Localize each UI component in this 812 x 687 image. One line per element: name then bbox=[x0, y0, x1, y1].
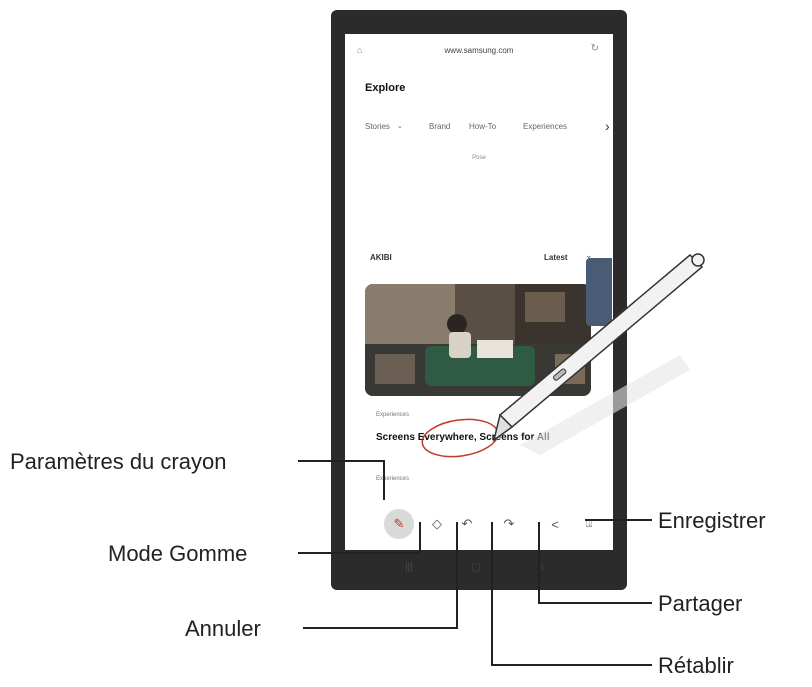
chevron-down-icon[interactable]: ⌄ bbox=[585, 250, 593, 260]
tab-experiences[interactable]: Experiences bbox=[523, 122, 568, 131]
leader-redo bbox=[491, 522, 652, 666]
callout-undo: Annuler bbox=[185, 616, 261, 641]
edge-panel-handle[interactable] bbox=[586, 258, 612, 326]
leader-eraser bbox=[298, 522, 421, 554]
card-kicker: Experiences bbox=[376, 412, 410, 418]
chevron-right-icon[interactable]: › bbox=[605, 118, 610, 134]
phone-screen: ⌂ www.samsung.com ↻ Explore Stories ⌄ Br… bbox=[345, 34, 613, 550]
recents-icon[interactable]: ||| bbox=[405, 562, 413, 573]
save-icon[interactable]: ⍗ bbox=[585, 517, 593, 530]
pen-icon[interactable]: ✎ bbox=[384, 509, 414, 539]
navigation-bar: ||| ▢ ‹ bbox=[345, 556, 613, 584]
screen-write-toolbar: ✎ ◇ ↶ ↷ < ⍗ bbox=[365, 504, 613, 544]
share-icon[interactable]: < bbox=[551, 516, 559, 532]
leader-undo bbox=[303, 522, 458, 629]
card-title[interactable]: Screens Everywhere, Screens for All bbox=[376, 432, 550, 443]
section-label: AKIBI bbox=[370, 253, 392, 262]
sub-label: Pose bbox=[472, 155, 486, 161]
sort-dropdown[interactable]: Latest bbox=[544, 253, 568, 262]
tab-stories[interactable]: Stories bbox=[365, 122, 390, 131]
callout-redo: Rétablir bbox=[658, 653, 734, 678]
callout-pen-settings: Paramètres du crayon bbox=[10, 449, 227, 474]
page-title: Explore bbox=[365, 82, 406, 94]
undo-icon[interactable]: ↶ bbox=[461, 516, 473, 531]
handwritten-circle bbox=[421, 418, 499, 458]
url-text[interactable]: www.samsung.com bbox=[444, 46, 514, 55]
category-tabs: Stories ⌄ Brand How-To Experiences › bbox=[365, 118, 610, 136]
leader-pen-settings bbox=[298, 460, 385, 500]
pen-shadow bbox=[520, 355, 690, 455]
tab-how-to[interactable]: How-To bbox=[469, 122, 497, 131]
home-icon[interactable]: ⌂ bbox=[357, 45, 363, 55]
eraser-icon[interactable]: ◇ bbox=[432, 516, 442, 531]
card-meta: Experiences bbox=[376, 476, 410, 482]
leader-share bbox=[538, 522, 652, 604]
callout-eraser-mode: Mode Gomme bbox=[108, 541, 248, 566]
redo-icon[interactable]: ↷ bbox=[503, 516, 515, 531]
tab-brand[interactable]: Brand bbox=[429, 122, 451, 131]
article-photo[interactable] bbox=[365, 284, 591, 396]
chevron-down-icon[interactable]: ⌄ bbox=[397, 123, 403, 130]
reload-icon[interactable]: ↻ bbox=[590, 43, 599, 54]
home-button-icon[interactable]: ▢ bbox=[471, 562, 481, 573]
browser-url-bar[interactable]: ⌂ www.samsung.com ↻ bbox=[345, 34, 613, 64]
callout-save: Enregistrer bbox=[658, 508, 766, 533]
s-pen-icon bbox=[492, 253, 705, 442]
back-icon[interactable]: ‹ bbox=[541, 562, 545, 573]
callout-share: Partager bbox=[658, 591, 743, 616]
